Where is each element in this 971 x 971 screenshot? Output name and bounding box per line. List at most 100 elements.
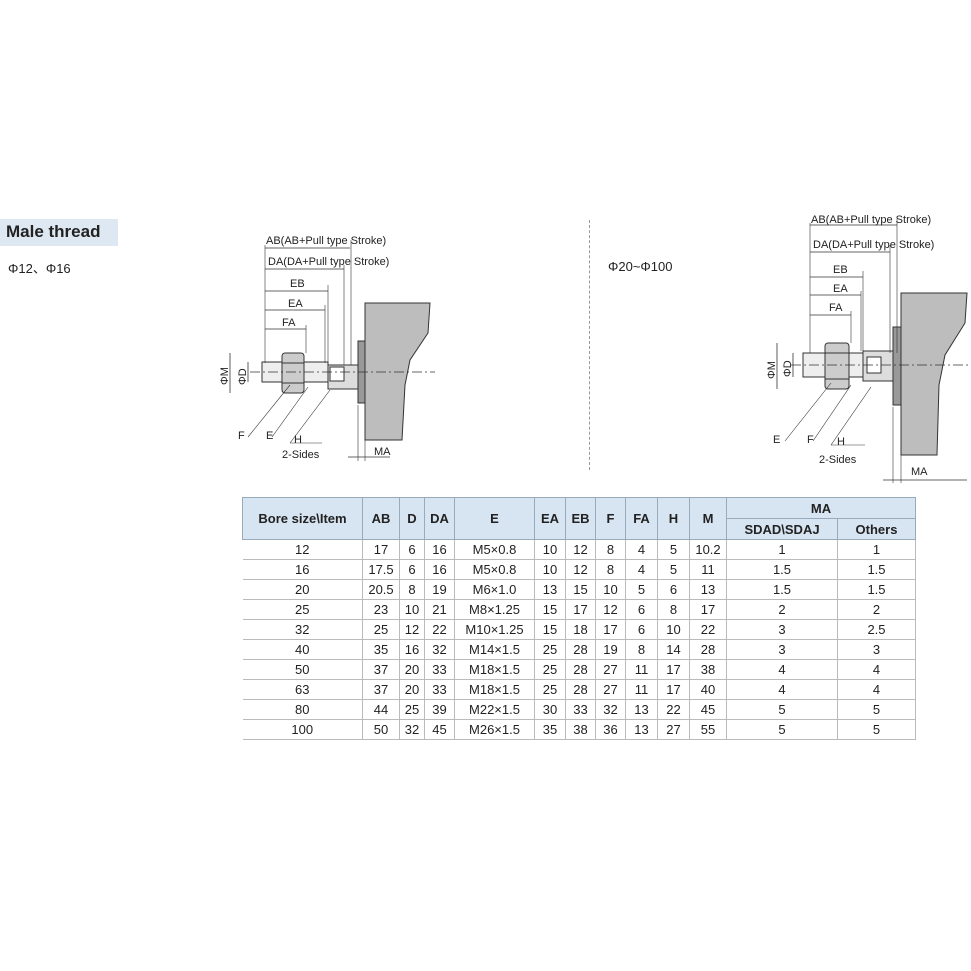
table-cell: 33 bbox=[424, 679, 455, 700]
label-h: H bbox=[294, 434, 302, 446]
table-cell: 12 bbox=[399, 619, 425, 640]
table-cell: 5 bbox=[726, 719, 838, 740]
table-cell: 17 bbox=[657, 659, 690, 680]
table-cell: 17 bbox=[595, 619, 626, 640]
table-cell: 1 bbox=[726, 539, 838, 560]
dimension-table: Bore size\Item AB D DA E EA EB F FA H M … bbox=[242, 497, 916, 740]
table-cell: 8 bbox=[657, 599, 690, 620]
table-cell: 33 bbox=[565, 699, 596, 720]
drawing-divider bbox=[589, 220, 590, 470]
table-cell: 39 bbox=[424, 699, 455, 720]
table-cell: 28 bbox=[689, 639, 727, 660]
label-da: DA(DA+Pull type Stroke) bbox=[813, 239, 934, 251]
table-cell: 3 bbox=[726, 639, 838, 660]
table-cell: 25 bbox=[242, 599, 363, 620]
section-title: Male thread bbox=[6, 222, 101, 241]
col-header: D bbox=[399, 497, 425, 540]
table-cell: 1.5 bbox=[726, 579, 838, 600]
table-cell: 27 bbox=[657, 719, 690, 740]
table-cell: 50 bbox=[362, 719, 400, 740]
table-cell: 10 bbox=[534, 539, 566, 560]
table-cell: 35 bbox=[534, 719, 566, 740]
bore-range-small: Φ12、Φ16 bbox=[8, 261, 71, 276]
table-cell: 38 bbox=[689, 659, 727, 680]
table-cell: 17 bbox=[565, 599, 596, 620]
col-header: Bore size\Item bbox=[242, 497, 363, 540]
table-cell: M5×0.8 bbox=[454, 559, 535, 580]
table-cell: 4 bbox=[837, 679, 916, 700]
table-cell: 6 bbox=[657, 579, 690, 600]
table-cell: 6 bbox=[399, 559, 425, 580]
table-cell: 12 bbox=[565, 539, 596, 560]
table-cell: 8 bbox=[625, 639, 658, 660]
label-phi-m: ΦM bbox=[766, 361, 778, 379]
bore-range-large: Φ20~Φ100 bbox=[608, 259, 673, 274]
table-cell: 6 bbox=[399, 539, 425, 560]
table-cell: 19 bbox=[424, 579, 455, 600]
table-cell: 13 bbox=[689, 579, 727, 600]
table-cell: M22×1.5 bbox=[454, 699, 535, 720]
table-cell: 30 bbox=[534, 699, 566, 720]
table-cell: M18×1.5 bbox=[454, 679, 535, 700]
table-cell: 35 bbox=[362, 639, 400, 660]
label-h: H bbox=[837, 436, 845, 448]
left-dimension-drawing: AB(AB+Pull type Stroke) DA(DA+Pull type … bbox=[219, 235, 435, 461]
table-cell: 2 bbox=[726, 599, 838, 620]
table-cell: 32 bbox=[424, 639, 455, 660]
cylinder-body bbox=[364, 302, 431, 441]
table-cell: 10 bbox=[595, 579, 626, 600]
table-cell: 12 bbox=[565, 559, 596, 580]
table-cell: 80 bbox=[242, 699, 363, 720]
label-ma: MA bbox=[374, 446, 391, 458]
table-cell: 19 bbox=[595, 639, 626, 660]
table-cell: 33 bbox=[424, 659, 455, 680]
table-cell: 13 bbox=[625, 719, 658, 740]
table-cell: 5 bbox=[657, 559, 690, 580]
right-dimension-drawing: AB(AB+Pull type Stroke) DA(DA+Pull type … bbox=[766, 214, 971, 483]
col-subheader: SDAD\SDAJ bbox=[726, 518, 838, 540]
table-cell: 3 bbox=[726, 619, 838, 640]
col-header: DA bbox=[424, 497, 455, 540]
table-cell: 14 bbox=[657, 639, 690, 660]
label-f: F bbox=[807, 434, 814, 446]
col-header: EA bbox=[534, 497, 566, 540]
label-fa: FA bbox=[829, 302, 843, 314]
table-cell: 44 bbox=[362, 699, 400, 720]
table-cell: 1.5 bbox=[837, 559, 916, 580]
table-cell: 32 bbox=[242, 619, 363, 640]
table-cell: 16 bbox=[242, 559, 363, 580]
table-cell: 18 bbox=[565, 619, 596, 640]
label-phi-d: ΦD bbox=[782, 360, 794, 377]
table-cell: 4 bbox=[726, 679, 838, 700]
col-header: FA bbox=[625, 497, 658, 540]
table-cell: 20 bbox=[399, 659, 425, 680]
table-cell: 32 bbox=[399, 719, 425, 740]
label-ab: AB(AB+Pull type Stroke) bbox=[266, 235, 386, 247]
table-cell: 36 bbox=[595, 719, 626, 740]
table-cell: M10×1.25 bbox=[454, 619, 535, 640]
table-cell: 16 bbox=[399, 639, 425, 660]
table-cell: 16 bbox=[424, 559, 455, 580]
table-cell: 1.5 bbox=[726, 559, 838, 580]
table-cell: 27 bbox=[595, 679, 626, 700]
lock-nut bbox=[824, 342, 850, 390]
table-cell: 28 bbox=[565, 659, 596, 680]
table-cell: 12 bbox=[242, 539, 363, 560]
table-cell: 21 bbox=[424, 599, 455, 620]
label-2-sides: 2-Sides bbox=[282, 449, 320, 461]
table-cell: 13 bbox=[625, 699, 658, 720]
label-ea: EA bbox=[288, 298, 303, 310]
table-cell: 22 bbox=[657, 699, 690, 720]
table-cell: 28 bbox=[565, 639, 596, 660]
table-cell: 100 bbox=[242, 719, 363, 740]
table-header-row: Bore size\Item AB D DA E EA EB F FA H M … bbox=[242, 497, 916, 540]
table-cell: 27 bbox=[595, 659, 626, 680]
table-cell: 25 bbox=[399, 699, 425, 720]
table-cell: 20 bbox=[242, 579, 363, 600]
label-ea: EA bbox=[833, 283, 848, 295]
cylinder-body bbox=[900, 292, 968, 456]
